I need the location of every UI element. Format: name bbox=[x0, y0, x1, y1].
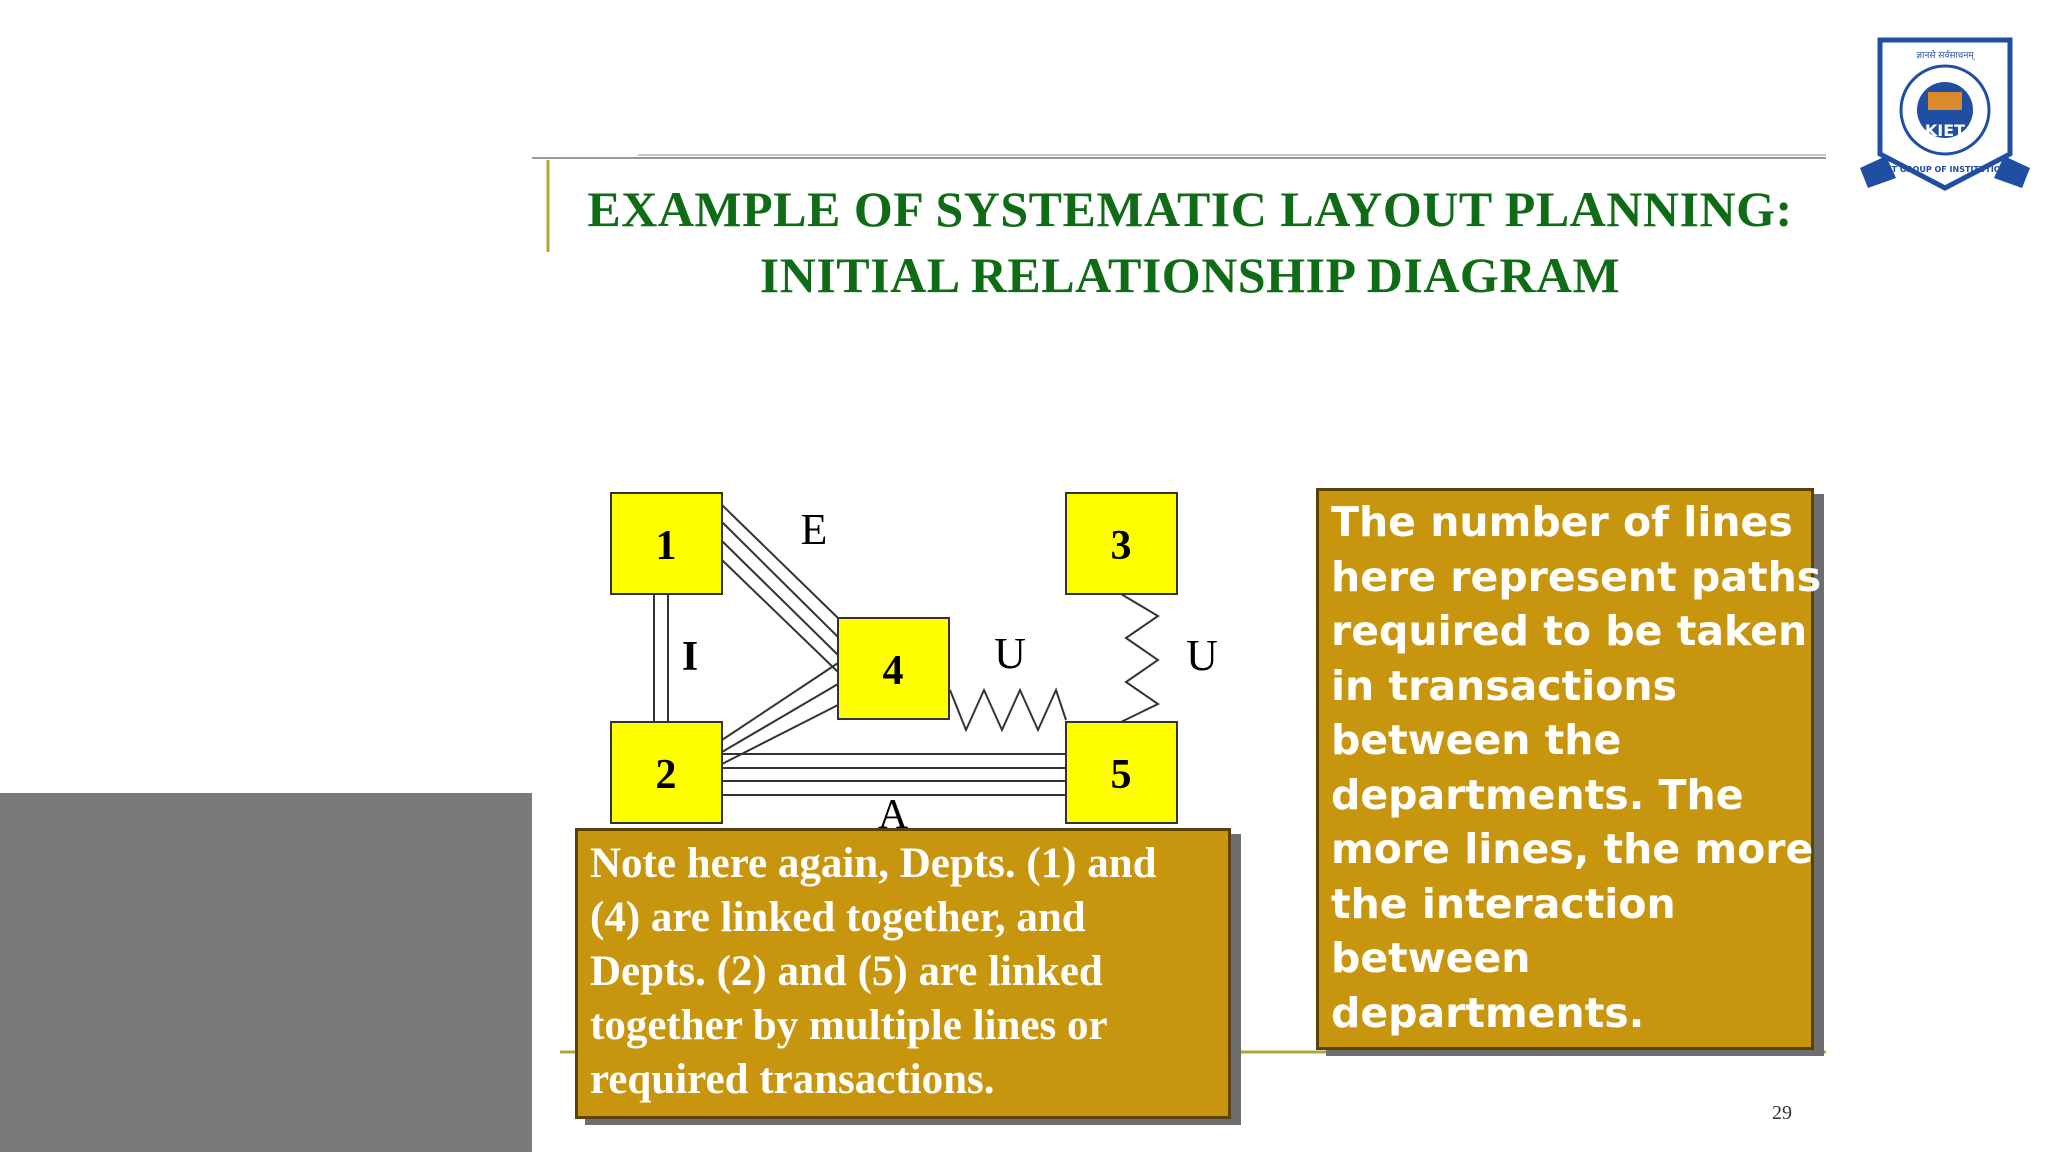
explanation-line: in transactions bbox=[1331, 661, 1677, 710]
logo-ribbon-left bbox=[1860, 156, 1896, 188]
logo-ring bbox=[1899, 64, 1991, 156]
node-2-label: 2 bbox=[656, 752, 677, 798]
explanation-line: between the bbox=[1331, 716, 1622, 764]
book-icon bbox=[1928, 92, 1962, 110]
note-line: Depts. (2) and (5) are linked bbox=[590, 948, 1103, 995]
note-line: Note here again, Depts. (1) and bbox=[590, 840, 1157, 887]
note-box: Note here again, Depts. (1) and (4) are … bbox=[575, 828, 1231, 1119]
node-3-label: 3 bbox=[1111, 523, 1132, 569]
logo-ribbon-right bbox=[1994, 156, 2030, 188]
edge-label-e: E bbox=[801, 505, 828, 554]
node-1-label: 1 bbox=[656, 523, 677, 569]
explanation-line: between bbox=[1331, 934, 1531, 982]
node-4-label: 4 bbox=[883, 648, 904, 694]
logo-center-text: KIET bbox=[1925, 121, 1965, 140]
title-line-2: INITIAL RELATIONSHIP DIAGRAM bbox=[759, 247, 1621, 303]
explanation-line: The number of lines bbox=[1331, 498, 1793, 546]
logo-ring-text: KIET GROUP OF INSTITUTIONS bbox=[1877, 165, 2013, 174]
edge-2-4 bbox=[721, 662, 839, 765]
note-line: (4) are linked together, and bbox=[590, 894, 1086, 941]
explanation-box: The number of lines here represent paths… bbox=[1316, 488, 1822, 1050]
edge-2-5 bbox=[722, 753, 1066, 796]
explanation-line: required to be taken bbox=[1331, 607, 1808, 655]
kiet-logo: KIET ज्ञानसे सर्वसाधनम् KIET GROUP OF IN… bbox=[1860, 37, 2030, 191]
edge-3-5-zigzag bbox=[1120, 593, 1160, 723]
explanation-line: the interaction bbox=[1331, 879, 1676, 928]
edge-1-2 bbox=[653, 594, 669, 722]
node-5: 5 bbox=[1065, 721, 1178, 824]
edge-label-i: I bbox=[682, 634, 698, 680]
node-3: 3 bbox=[1065, 492, 1178, 595]
explanation-line: here represent paths bbox=[1331, 552, 1822, 601]
note-line: together by multiple lines or bbox=[590, 1002, 1108, 1049]
slide-title: EXAMPLE OF SYSTEMATIC LAYOUT PLANNING: I… bbox=[540, 176, 1840, 308]
page-number: 29 bbox=[1772, 1102, 1792, 1124]
note-line: required transactions. bbox=[590, 1056, 995, 1103]
node-1: 1 bbox=[610, 492, 723, 595]
edge-label-u-right: U bbox=[1186, 631, 1218, 680]
edge-label-u-left: U bbox=[994, 629, 1026, 678]
title-line-1: EXAMPLE OF SYSTEMATIC LAYOUT PLANNING: bbox=[587, 181, 1793, 237]
node-4: 4 bbox=[837, 617, 950, 720]
node-5-label: 5 bbox=[1111, 752, 1132, 798]
edge-1-4 bbox=[721, 504, 839, 673]
gray-panel bbox=[0, 793, 532, 1152]
edge-4-5-zigzag bbox=[949, 687, 1067, 733]
explanation-line: departments. The bbox=[1331, 770, 1744, 819]
logo-top-text: ज्ञानसे सर्वसाधनम् bbox=[1916, 49, 1975, 61]
explanation-line: departments. bbox=[1331, 988, 1645, 1037]
explanation-line: more lines, the more bbox=[1331, 825, 1814, 873]
node-2: 2 bbox=[610, 721, 723, 824]
